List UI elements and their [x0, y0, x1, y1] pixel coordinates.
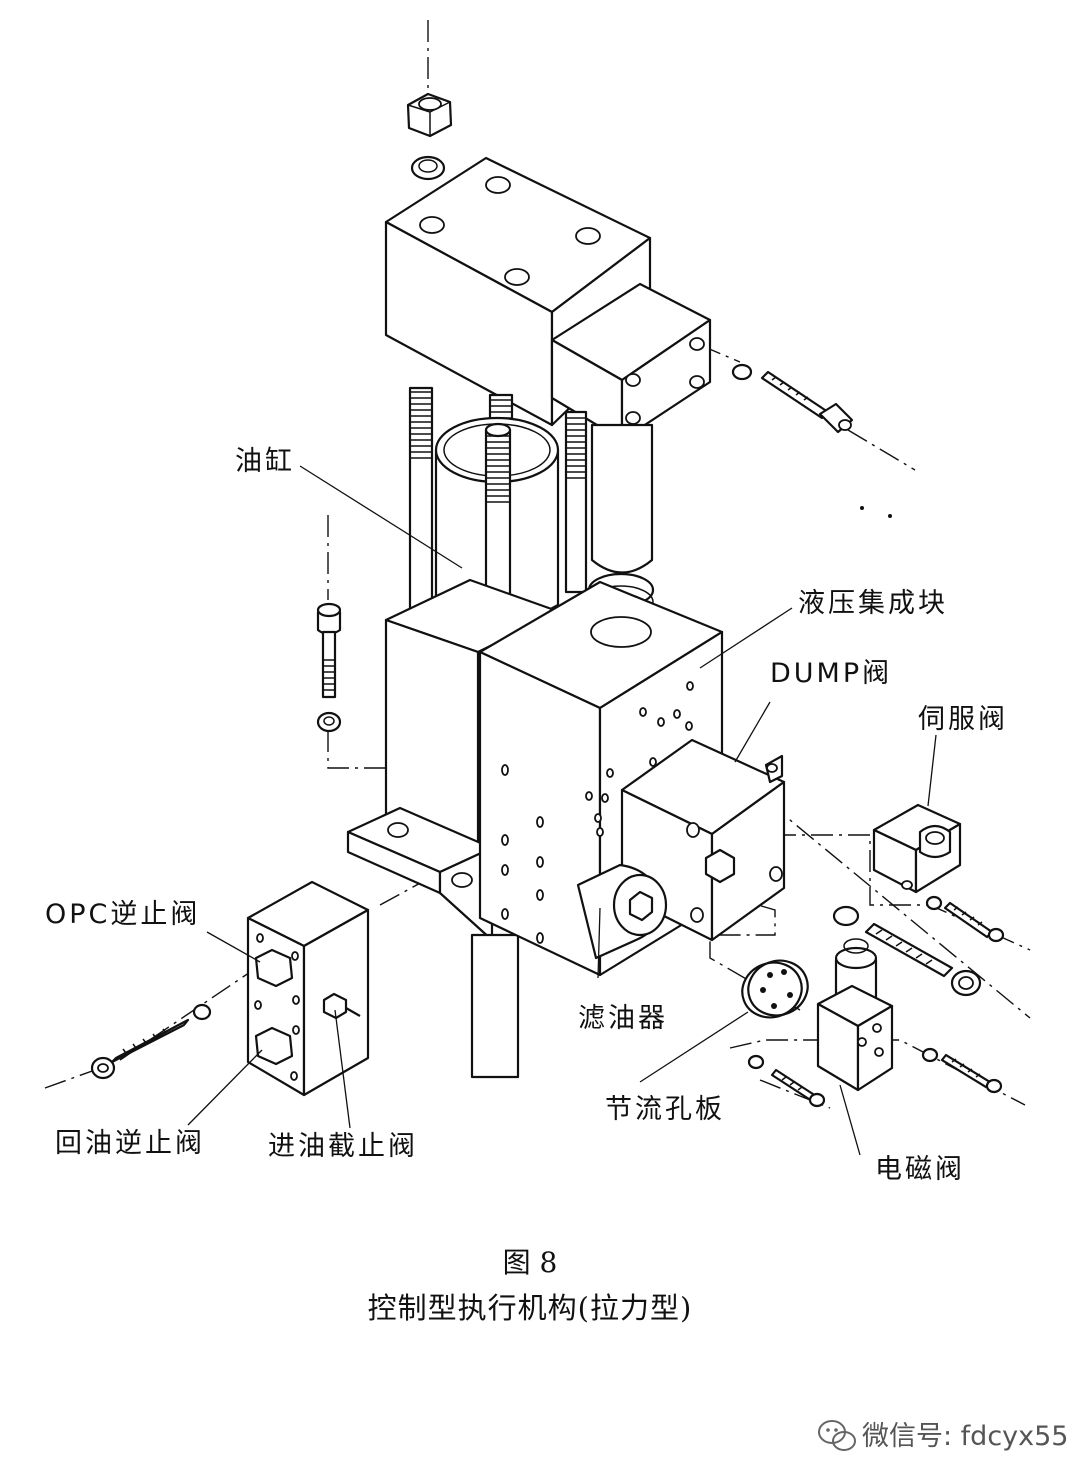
servo-valve-bolt	[925, 895, 1005, 943]
servo-bolt	[731, 363, 854, 434]
label-opc-check-valve: OPC逆止阀	[45, 899, 200, 930]
solenoid-bolt-right	[921, 1047, 1003, 1094]
opc-block-bolt	[90, 1003, 212, 1080]
oil-filter	[576, 863, 668, 960]
component-labels: 油缸 液压集成块 DUMP阀 伺服阀 OPC逆止阀 滤油器 节流孔板 回油逆止阀…	[45, 446, 1008, 1185]
figure-number: 图 8	[503, 1246, 558, 1279]
label-manifold: 液压集成块	[798, 588, 948, 619]
top-nut	[406, 92, 453, 138]
label-return-check-valve: 回油逆止阀	[55, 1128, 205, 1159]
piston-rod	[470, 933, 520, 1079]
solenoid-bolt-left	[747, 1054, 826, 1108]
label-inlet-shutoff-valve: 进油截止阀	[268, 1131, 418, 1162]
label-solenoid-valve: 电磁阀	[875, 1154, 965, 1185]
leader-lines	[187, 465, 937, 1156]
left-screw	[316, 602, 342, 733]
solenoid-valve	[816, 938, 894, 1092]
figure-caption: 图 8 控制型执行机构(拉力型)	[368, 1246, 693, 1325]
label-servo-valve: 伺服阀	[918, 704, 1008, 735]
wechat-icon	[818, 1420, 856, 1451]
opc-valve-block	[246, 880, 370, 1097]
dump-valve-bolt	[832, 905, 982, 997]
orifice-plate	[741, 959, 809, 1019]
label-orifice-plate: 节流孔板	[605, 1094, 725, 1125]
label-cylinder: 油缸	[235, 446, 295, 477]
watermark: 微信号: fdcyx55	[818, 1420, 1068, 1452]
label-oil-filter: 滤油器	[578, 1003, 668, 1034]
watermark-text: 微信号: fdcyx55	[862, 1421, 1068, 1452]
top-washer	[410, 155, 446, 181]
servo-valve	[872, 803, 962, 894]
figure-title: 控制型执行机构(拉力型)	[368, 1291, 693, 1325]
label-dump-valve: DUMP阀	[770, 658, 892, 689]
